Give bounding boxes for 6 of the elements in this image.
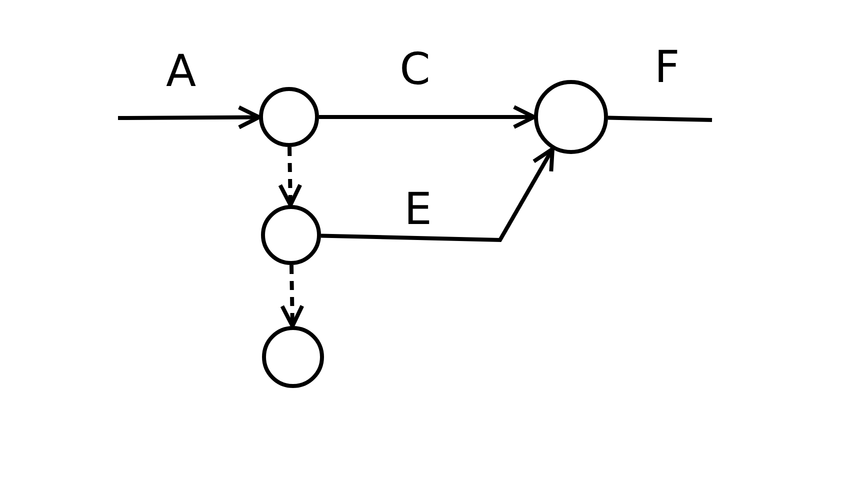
- arrow: [320, 147, 554, 242]
- line: [608, 116, 712, 122]
- arrow: [319, 105, 536, 129]
- dashed-arrow: [280, 264, 304, 328]
- dashed-arrow: [278, 146, 302, 207]
- arrow: [118, 105, 261, 130]
